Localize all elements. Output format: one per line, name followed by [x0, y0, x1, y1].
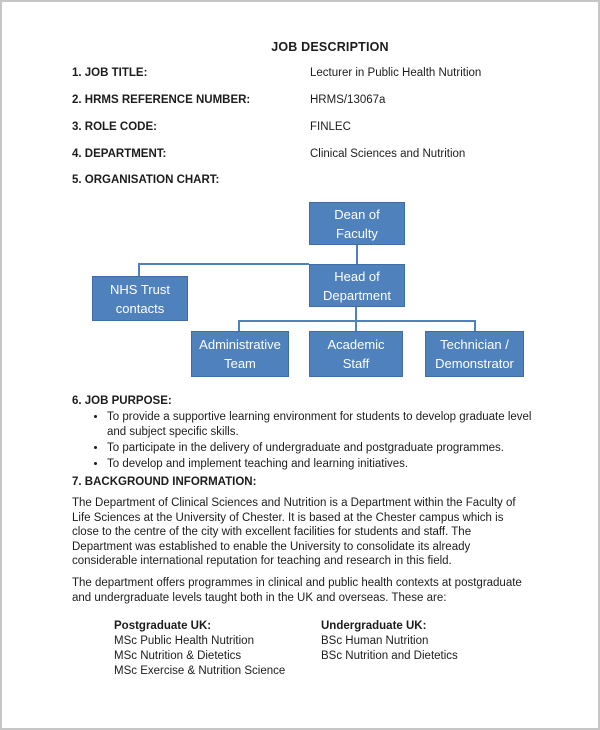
- bullet-item: To develop and implement teaching and le…: [107, 457, 537, 472]
- bullet-item: To participate in the delivery of underg…: [107, 441, 537, 456]
- field-value: FINLEC: [310, 121, 351, 133]
- org-node-head-of-department: Head of Department: [309, 264, 405, 307]
- undergraduate-column: Undergraduate UK: BSc Human Nutrition BS…: [321, 619, 458, 664]
- field-row-job-title: 1. JOB TITLE: Lecturer in Public Health …: [72, 67, 578, 94]
- programme-item: MSc Public Health Nutrition: [114, 635, 254, 647]
- connector-stub-technician: [474, 320, 476, 332]
- undergraduate-heading: Undergraduate UK:: [321, 620, 427, 632]
- background-paragraph-1: The Department of Clinical Sciences and …: [72, 497, 516, 567]
- field-row-department: 4. DEPARTMENT: Clinical Sciences and Nut…: [72, 148, 578, 175]
- org-node-dean-of-faculty: Dean of Faculty: [309, 202, 405, 245]
- connector-head-down: [355, 307, 357, 322]
- programme-item: BSc Nutrition and Dietetics: [321, 650, 458, 662]
- field-value: HRMS/13067a: [310, 94, 386, 106]
- programme-item: MSc Nutrition & Dietetics: [114, 650, 242, 662]
- connector-nhs-elbow-horizontal: [138, 263, 309, 265]
- programme-item: BSc Human Nutrition: [321, 635, 429, 647]
- background-paragraph-2: The department offers programmes in clin…: [72, 577, 522, 604]
- org-node-nhs-trust-contacts: NHS Trust contacts: [92, 276, 188, 321]
- org-node-administrative-team: Administrative Team: [191, 331, 289, 377]
- field-label: 1. JOB TITLE:: [72, 67, 148, 79]
- organisation-chart: Dean of Faculty Head of Department NHS T…: [2, 197, 598, 389]
- job-purpose-bullet-list: To provide a supportive learning environ…: [72, 410, 552, 473]
- field-value: Lecturer in Public Health Nutrition: [310, 67, 482, 79]
- connector-nhs-elbow-vertical: [138, 263, 140, 277]
- field-list: 1. JOB TITLE: Lecturer in Public Health …: [72, 67, 578, 175]
- postgraduate-heading: Postgraduate UK:: [114, 620, 212, 632]
- field-label: 3. ROLE CODE:: [72, 121, 157, 133]
- connector-stub-academic: [355, 320, 357, 332]
- org-node-academic-staff: Academic Staff: [309, 331, 403, 377]
- field-row-hrms-reference: 2. HRMS REFERENCE NUMBER: HRMS/13067a: [72, 94, 578, 121]
- programme-item: MSc Exercise & Nutrition Science: [114, 665, 286, 677]
- field-value: Clinical Sciences and Nutrition: [310, 148, 466, 160]
- section-heading-organisation-chart: 5. ORGANISATION CHART:: [72, 174, 220, 186]
- field-label: 4. DEPARTMENT:: [72, 148, 167, 160]
- document-title: JOB DESCRIPTION: [271, 40, 389, 54]
- section-heading-job-purpose: 6. JOB PURPOSE:: [72, 395, 172, 407]
- section-heading-background-information: 7. BACKGROUND INFORMATION:: [72, 476, 257, 488]
- field-label: 2. HRMS REFERENCE NUMBER:: [72, 94, 251, 106]
- field-row-role-code: 3. ROLE CODE: FINLEC: [72, 121, 578, 148]
- postgraduate-column: Postgraduate UK: MSc Public Health Nutri…: [114, 619, 285, 679]
- bullet-item: To provide a supportive learning environ…: [107, 410, 537, 439]
- connector-children-horizontal: [238, 320, 476, 322]
- org-node-technician-demonstrator: Technician / Demonstrator: [425, 331, 524, 377]
- connector-dean-to-head: [356, 244, 358, 264]
- connector-stub-admin: [238, 320, 240, 332]
